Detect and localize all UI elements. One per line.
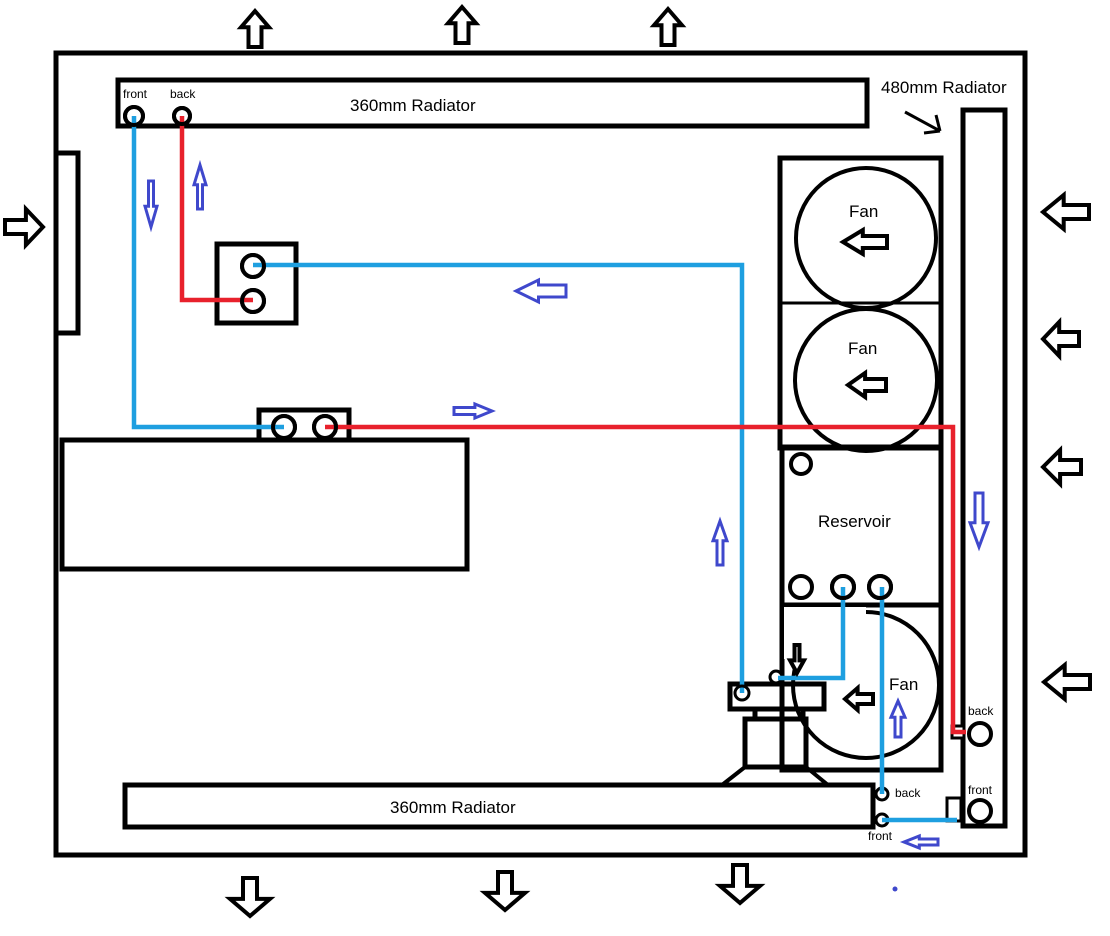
exhaust-arrow-icon <box>714 863 766 906</box>
bottom-radiator <box>122 782 876 830</box>
exhaust-arrow-icon <box>649 5 687 47</box>
front-panel <box>53 150 81 336</box>
stray-dot <box>892 886 898 892</box>
side-radiator-pointer <box>904 110 942 135</box>
side-rad-front-port <box>967 798 993 824</box>
flow-arrow-icon <box>143 179 159 233</box>
intake-arrow-icon <box>1040 445 1083 489</box>
flow-down-arrow-icon <box>786 643 808 678</box>
intake-arrow-icon <box>1039 190 1091 234</box>
top-radiator <box>115 77 870 129</box>
pipe-top-rad-to-gpu <box>131 116 284 430</box>
top-radiator-back-label: back <box>170 87 196 101</box>
intake-arrow-icon <box>3 203 46 251</box>
cpu-block <box>214 241 299 326</box>
exhaust-arrow-icon <box>443 3 481 45</box>
exhaust-arrow-icon <box>224 876 276 919</box>
pipe-top-rad-to-cpu <box>179 116 253 303</box>
intake-arrow-icon <box>1040 660 1092 704</box>
pipe-reservoir-to-pump <box>778 587 846 681</box>
side-radiator-front-label: front <box>968 783 993 797</box>
gpu-card <box>59 437 470 572</box>
reservoir-top-port <box>789 452 813 476</box>
hot-coolant-pipes <box>179 116 966 735</box>
bottom-radiator-front-label: front <box>868 829 893 843</box>
bottom-radiator-back-label: back <box>895 786 921 800</box>
reservoir-label: Reservoir <box>818 512 891 531</box>
fan-2-label: Fan <box>848 339 877 358</box>
port-rims <box>123 105 893 702</box>
side-radiator-label: 480mm Radiator <box>881 78 1007 97</box>
flow-arrow-icon <box>710 516 730 567</box>
flow-arrow-icon <box>888 697 908 739</box>
flow-arrow-icon <box>452 401 496 421</box>
top-radiator-front-label: front <box>123 87 148 101</box>
side-radiator-back-label: back <box>968 704 994 718</box>
side-rad-back-port <box>967 721 993 747</box>
bottom-fan-box <box>779 602 944 773</box>
exhaust-arrow-icon <box>236 7 274 49</box>
flow-arrow-icon <box>967 491 991 552</box>
fan-3-label: Fan <box>889 675 918 694</box>
coolant-flow-arrows <box>143 159 991 851</box>
exhaust-arrow-icon <box>479 870 531 913</box>
pump-body <box>742 716 809 770</box>
side-radiator <box>960 107 1008 829</box>
pump-base <box>720 765 830 787</box>
fan-airflow-arrow-icon <box>844 369 888 401</box>
pipe-pump-to-cpu <box>253 262 745 693</box>
top-radiator-label: 360mm Radiator <box>350 96 476 115</box>
airflow-arrows <box>3 3 1092 919</box>
flow-arrow-icon <box>512 277 568 305</box>
fan-1-label: Fan <box>849 202 878 221</box>
fan-direction-arrows <box>786 226 889 715</box>
side-rad-front-fitting <box>945 796 963 823</box>
fan-airflow-arrow-icon <box>839 226 889 258</box>
fan-airflow-arrow-icon <box>841 683 875 715</box>
fan-2 <box>793 307 939 453</box>
flow-arrow-icon <box>191 159 209 211</box>
flow-arrow-icon <box>899 833 940 851</box>
intake-arrow-icon <box>1040 317 1081 361</box>
pipe-gpu-to-side-rad <box>325 424 966 735</box>
cold-coolant-pipes <box>131 116 957 823</box>
reservoir-port-1 <box>788 574 814 600</box>
bottom-radiator-label: 360mm Radiator <box>390 798 516 817</box>
case-outline <box>53 50 1028 858</box>
